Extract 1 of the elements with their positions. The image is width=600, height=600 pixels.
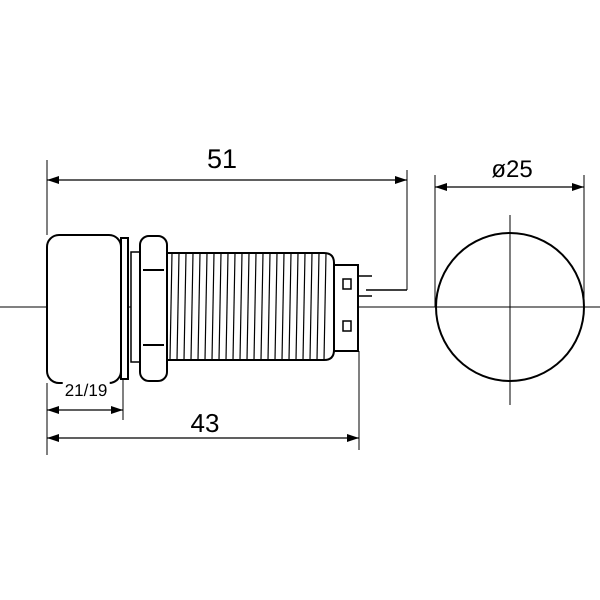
dimension-label: 21/19: [62, 382, 110, 399]
